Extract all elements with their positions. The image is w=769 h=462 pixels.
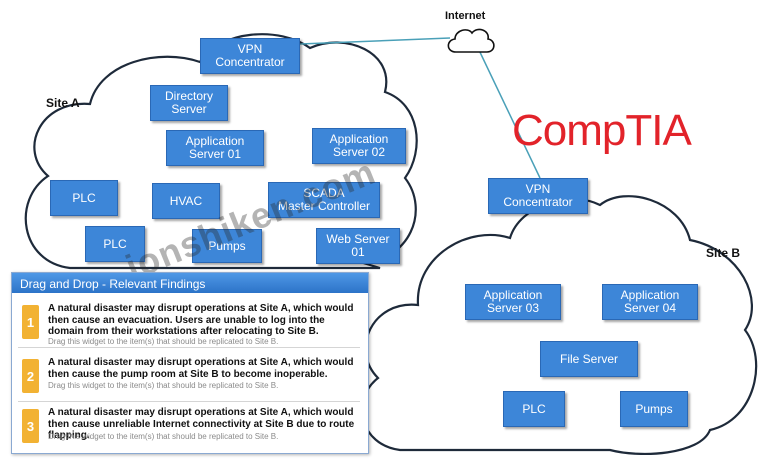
site-a-directory-server[interactable]: Directory Server (150, 85, 228, 121)
site-b-application-server-03[interactable]: Application Server 03 (465, 284, 561, 320)
box-line-1: Application (483, 288, 543, 302)
finding-text: A natural disaster may disrupt operation… (48, 357, 354, 380)
box-line-1: SCADA (303, 186, 345, 200)
finding-text: A natural disaster may disrupt operation… (48, 303, 354, 337)
site-a-plc-2[interactable]: PLC (85, 226, 145, 262)
site-a-pumps[interactable]: Pumps (192, 229, 262, 263)
site-b-pumps[interactable]: Pumps (620, 391, 688, 427)
finding-number-badge: 1 (22, 305, 39, 339)
box-line-2: Server 02 (332, 145, 386, 159)
box-line-1: Directory (164, 89, 213, 103)
site-b-plc[interactable]: PLC (503, 391, 565, 427)
box-line-2: 01 (351, 245, 365, 259)
box-line-2: Concentrator (215, 55, 285, 69)
internet-cloud-icon (447, 28, 495, 53)
site-a-scada-master-controller[interactable]: SCADA Master Controller (268, 182, 380, 218)
panel-title: Drag and Drop - Relevant Findings (12, 273, 368, 293)
box-line-2: Server (171, 102, 207, 116)
box-line-2: Server 03 (486, 301, 540, 315)
box-line-2: Server 04 (623, 301, 677, 315)
box-line-1: Application (185, 134, 245, 148)
site-b-application-server-04[interactable]: Application Server 04 (602, 284, 698, 320)
finding-text: A natural disaster may disrupt operation… (48, 407, 355, 441)
box-line-2: Concentrator (503, 195, 573, 209)
site-a-application-server-02[interactable]: Application Server 02 (312, 128, 406, 164)
internet-label: Internet (445, 10, 486, 22)
finding-drag-hint: Drag this widget to the item(s) that sho… (48, 381, 279, 390)
site-b-file-server[interactable]: File Server (540, 341, 638, 377)
finding-drag-hint: Drag this widget to the item(s) that sho… (48, 432, 279, 441)
site-a-plc-1[interactable]: PLC (50, 180, 118, 216)
box-line-1: Application (329, 132, 389, 146)
site-b-vpn-concentrator[interactable]: VPN Concentrator (488, 178, 588, 214)
brand-text: CompTIA (512, 106, 692, 155)
site-a-vpn-concentrator[interactable]: VPN Concentrator (200, 38, 300, 74)
site-a-hvac[interactable]: HVAC (152, 183, 220, 219)
link-internet-site-a (299, 37, 451, 45)
finding-drag-hint: Drag this widget to the item(s) that sho… (48, 337, 279, 346)
box-line-1: VPN (525, 182, 551, 196)
finding-number-badge: 3 (22, 409, 39, 443)
box-line-1: VPN (237, 42, 263, 56)
relevant-findings-panel: Drag and Drop - Relevant Findings 1 A na… (11, 272, 369, 454)
finding-number-badge: 2 (22, 359, 39, 393)
site-a-label: Site A (46, 96, 80, 110)
site-b-label: Site B (706, 246, 741, 260)
box-line-2: Master Controller (277, 199, 371, 213)
box-line-1: Web Server (326, 232, 390, 246)
site-a-application-server-01[interactable]: Application Server 01 (166, 130, 264, 166)
finding-widget-3[interactable]: 3 A natural disaster may disrupt operati… (18, 403, 360, 451)
link-internet-site-b (477, 47, 541, 179)
box-line-2: Server 01 (188, 147, 242, 161)
comptia-logo: CompTIA (512, 106, 692, 156)
finding-widget-2[interactable]: 2 A natural disaster may disrupt operati… (18, 353, 360, 402)
finding-widget-1[interactable]: 1 A natural disaster may disrupt operati… (18, 299, 360, 348)
site-a-web-server-01[interactable]: Web Server 01 (316, 228, 400, 264)
box-line-1: Application (620, 288, 680, 302)
